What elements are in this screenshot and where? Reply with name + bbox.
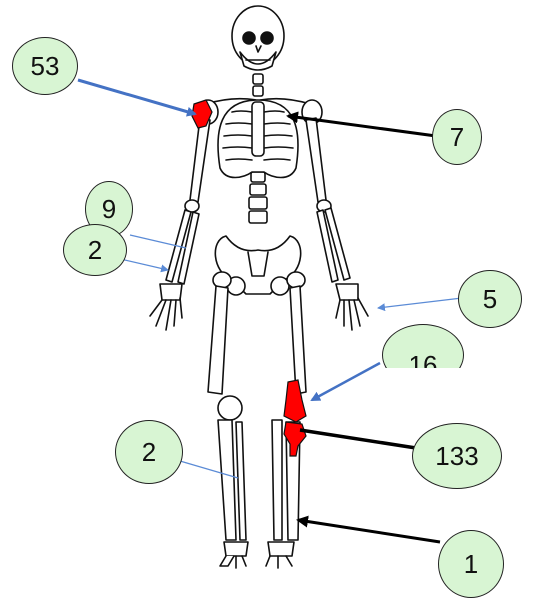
- highlight-knee: [283, 379, 307, 423]
- left-arm: [305, 117, 351, 283]
- label-text-tibia: 133: [435, 440, 479, 471]
- spine: [248, 73, 268, 224]
- ribcage: [205, 97, 311, 179]
- label-bubble-hand: 5: [458, 270, 522, 328]
- left-hand: [335, 283, 369, 331]
- label-bubble-lower-leg: 1: [438, 530, 504, 598]
- label-text-hand: 5: [482, 283, 498, 314]
- label-bubble-shoulder: 53: [12, 37, 78, 95]
- right-arm: [165, 117, 211, 285]
- right-hand: [149, 283, 183, 331]
- arrow-tibia: [299, 428, 417, 450]
- label-bubble-tibia: 133: [412, 423, 502, 489]
- label-text-humerus: 9: [101, 193, 117, 224]
- arrow-radius: [115, 257, 169, 273]
- line-humerus: [129, 234, 187, 249]
- label-text-fibula: 2: [141, 436, 157, 467]
- skull: [231, 5, 285, 71]
- label-bubble-radius: 2: [63, 224, 127, 276]
- arrow-shoulder: [77, 78, 197, 117]
- leader-lines: [77, 78, 463, 544]
- label-text-knee: 16: [408, 350, 438, 380]
- arrow-lower-leg: [296, 515, 441, 544]
- label-text-lower-leg: 1: [463, 548, 479, 579]
- label-text-radius: 2: [87, 234, 103, 265]
- line-fibula: [179, 460, 239, 479]
- label-bubble-fibula: 2: [115, 420, 183, 484]
- label-text-shoulder: 53: [30, 50, 60, 81]
- right-leg: [207, 271, 249, 569]
- arrow-hand: [377, 297, 463, 312]
- arrow-knee: [310, 361, 381, 402]
- label-bubble-knee: 16: [382, 324, 464, 380]
- arrow-sternum: [286, 111, 437, 138]
- label-bubble-sternum: 7: [432, 109, 482, 165]
- skeleton: [149, 5, 369, 569]
- label-text-sternum: 7: [449, 121, 465, 152]
